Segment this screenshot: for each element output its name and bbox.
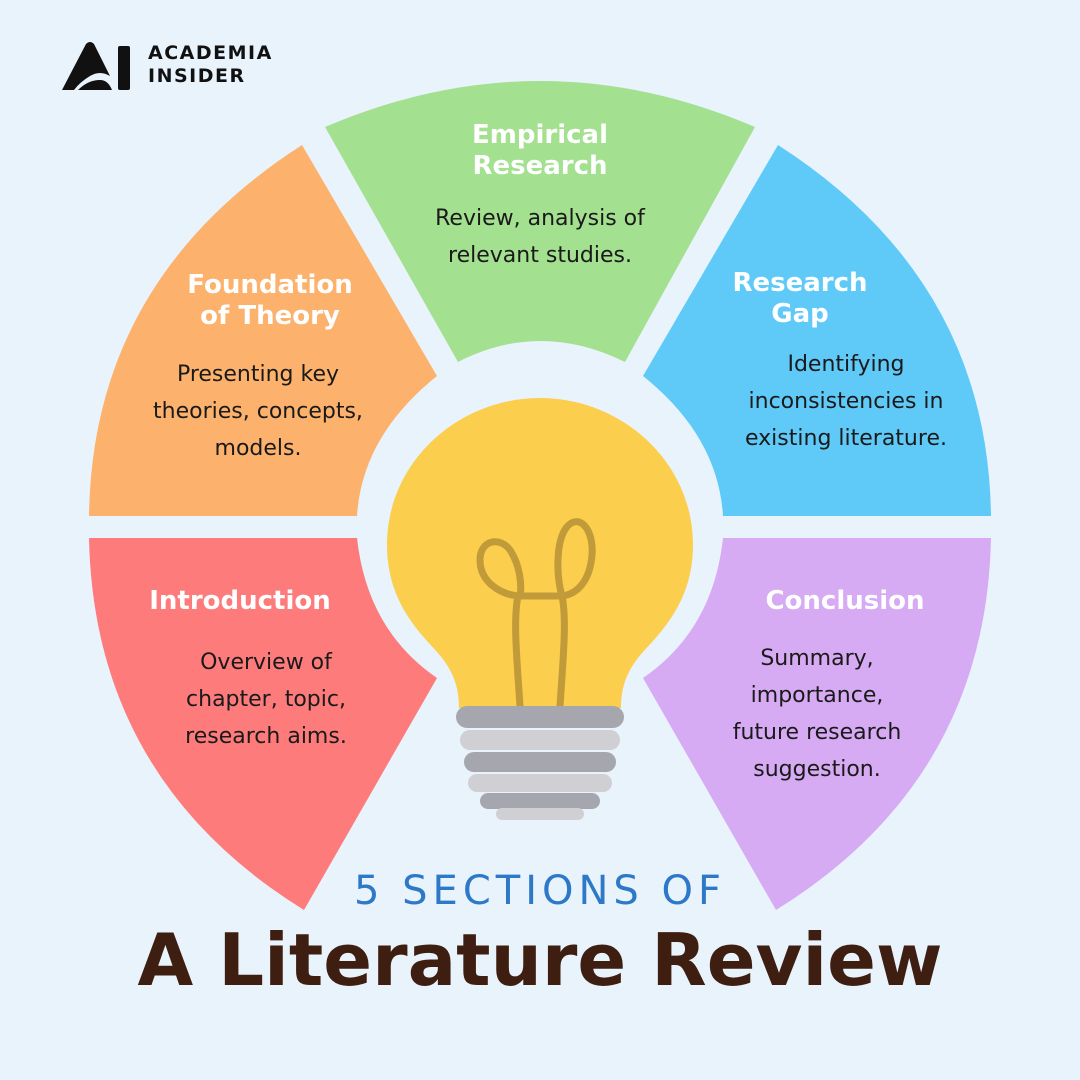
title-line: of Theory [200, 301, 340, 331]
desc-line: suggestion. [753, 757, 881, 782]
section-desc-introduction: Overview of chapter, topic, research aim… [148, 644, 384, 755]
subtitle: 5 SECTIONS OF [354, 868, 726, 914]
desc-line: Overview of [200, 650, 332, 675]
desc-line: theories, concepts, [153, 399, 363, 424]
segment-gap [643, 145, 991, 516]
section-title-introduction: Introduction [120, 586, 360, 617]
section-desc-foundation: Presenting key theories, concepts, model… [118, 356, 398, 467]
section-title-conclusion: Conclusion [730, 586, 960, 617]
title-line: Research [472, 151, 608, 181]
title-line: Gap [771, 299, 829, 329]
section-title-gap: Research Gap [690, 268, 910, 330]
desc-line: existing literature. [745, 426, 947, 451]
desc-line: chapter, topic, [186, 687, 346, 712]
brand-name: ACADEMIA INSIDER [148, 42, 273, 88]
title-line: Conclusion [765, 586, 925, 616]
section-title-empirical: Empirical Research [390, 120, 690, 182]
desc-line: future research [732, 720, 902, 745]
desc-line: Review, analysis of [435, 206, 645, 231]
title-line: Introduction [149, 586, 331, 616]
desc-line: importance, [750, 683, 884, 708]
section-desc-empirical: Review, analysis of relevant studies. [390, 200, 690, 274]
brand-line1: ACADEMIA [148, 42, 273, 64]
section-desc-conclusion: Summary, importance, future research sug… [702, 640, 932, 788]
section-title-foundation: Foundation of Theory [140, 270, 400, 332]
brand-line2: INSIDER [148, 65, 246, 87]
logo-mark-icon [62, 42, 130, 90]
desc-line: Identifying [787, 352, 905, 377]
title-line: Research [732, 268, 868, 298]
desc-line: Summary, [760, 646, 874, 671]
title-line: Empirical [472, 120, 608, 150]
desc-line: models. [214, 436, 302, 461]
desc-line: relevant studies. [448, 243, 632, 268]
brand-logo[interactable]: ACADEMIA INSIDER [60, 38, 280, 94]
title-line: Foundation [187, 270, 353, 300]
desc-line: research aims. [185, 724, 347, 749]
segment-foundation [89, 145, 437, 516]
lightbulb-icon [387, 398, 693, 820]
segment-empirical [325, 81, 755, 362]
desc-line: Presenting key [176, 362, 340, 387]
desc-line: inconsistencies in [748, 389, 944, 414]
segment-conclusion [643, 538, 991, 910]
section-desc-gap: Identifying inconsistencies in existing … [712, 346, 980, 457]
segment-introduction [89, 538, 437, 910]
page-title: A Literature Review [137, 918, 943, 1002]
